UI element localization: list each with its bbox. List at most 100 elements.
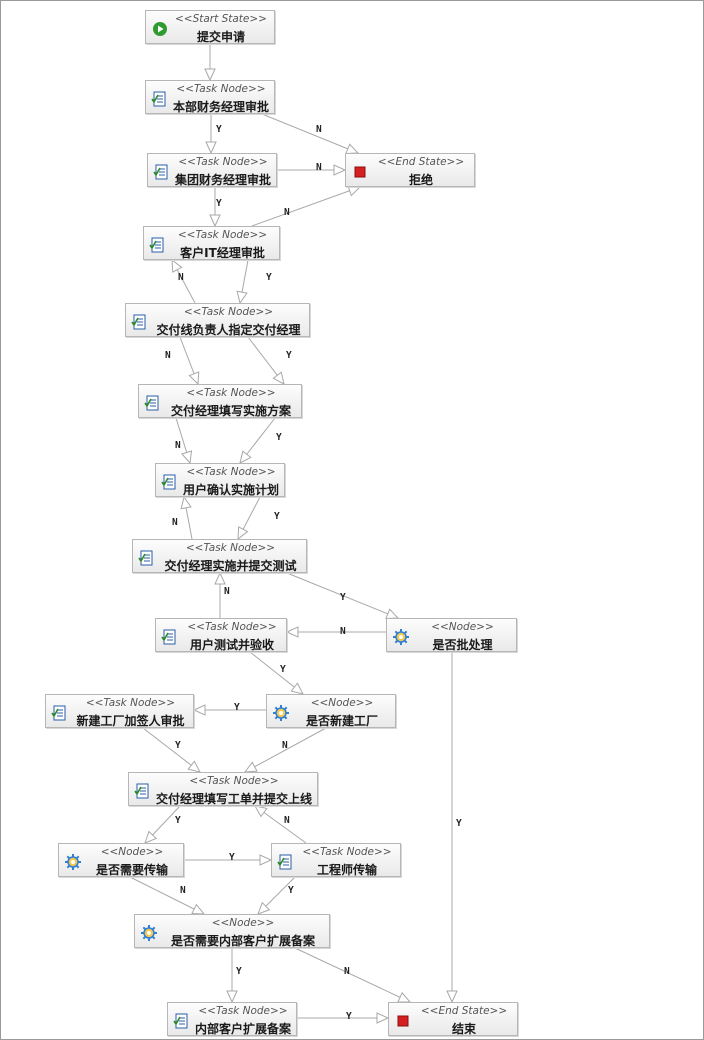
arrow-head <box>188 371 200 386</box>
node-user-test[interactable]: <<Task Node>>用户测试并验收 <box>155 618 287 652</box>
arrow-head <box>347 185 362 197</box>
task-icon <box>144 395 159 411</box>
edge-label: N <box>284 815 290 826</box>
arrow-head <box>333 164 347 176</box>
arrow-head <box>205 141 217 155</box>
task-icon <box>161 629 176 645</box>
end-icon <box>354 166 366 178</box>
node-is-new-plant[interactable]: <<Node>> 是否新建工厂 <box>266 694 396 728</box>
arrow-head <box>290 682 304 695</box>
node-need-filing[interactable]: <<Node>> 是否需要内部客户扩展备案 <box>134 914 330 948</box>
node-implement[interactable]: <<Task Node>> 交付经理实施并提交测试 <box>132 539 307 573</box>
node-label: 提交申请 <box>196 30 245 44</box>
node-label: 交付经理实施并提交测试 <box>164 559 297 573</box>
node-label: 是否新建工厂 <box>305 714 378 728</box>
node-stereotype: <<Node>> <box>100 846 164 858</box>
edge-label: N <box>316 124 322 135</box>
transition-line <box>142 727 201 773</box>
edge-label: N <box>224 586 230 597</box>
node-confirm-plan[interactable]: <<Task Node>>用户确认实施计划 <box>155 463 285 497</box>
node-new-plant[interactable]: <<Task Node>>新建工厂加签人审批 <box>45 694 194 728</box>
gear-icon <box>141 925 157 941</box>
node-stereotype: <<Task Node>> <box>189 775 279 787</box>
transition-line <box>261 113 359 154</box>
arrow-head <box>181 450 193 465</box>
edge-label: Y <box>234 702 240 713</box>
task-icon <box>151 91 166 107</box>
task-icon <box>138 550 153 566</box>
transition-line <box>294 947 411 1003</box>
arrow-head <box>446 990 458 1004</box>
arrow-head <box>243 761 258 773</box>
arrow-head <box>236 290 248 305</box>
task-icon <box>161 474 176 490</box>
node-stereotype: <<End State>> <box>420 1005 508 1017</box>
edge-label: N <box>178 272 184 283</box>
node-stereotype: <<Task Node>> <box>178 156 268 168</box>
edge-label: Y <box>175 740 181 751</box>
node-reject[interactable]: <<End State>>拒绝 <box>345 153 475 187</box>
edge-label: Y <box>276 432 282 443</box>
edge-label: N <box>316 162 322 173</box>
gear-icon <box>273 705 289 721</box>
edge-label: Y <box>274 511 280 522</box>
node-label: 是否需要内部客户扩展备案 <box>170 934 315 948</box>
node-label: 交付经理填写实施方案 <box>170 404 291 418</box>
node-label: 集团财务经理审批 <box>174 173 271 187</box>
edge-label: Y <box>286 350 292 361</box>
node-need-transfer[interactable]: <<Node>> 是否需要传输 <box>58 843 184 877</box>
node-stereotype: <<Node>> <box>211 917 275 929</box>
edge-label: Y <box>346 1011 352 1022</box>
edge-label: N <box>344 966 350 977</box>
arrow-head <box>192 704 206 716</box>
node-batch[interactable]: <<Node>>是否批处理 <box>386 618 517 652</box>
arrow-head <box>285 626 299 638</box>
node-stereotype: <<Start State>> <box>175 13 267 25</box>
node-filing[interactable]: <<Task Node>>内部客户扩展备案 <box>167 1002 297 1036</box>
node-label: 是否需要传输 <box>95 863 168 877</box>
transition-line <box>244 727 327 773</box>
task-icon <box>131 314 146 330</box>
transition-line <box>129 876 205 915</box>
start-icon <box>153 22 167 36</box>
node-eng-transfer[interactable]: <<Task Node>> 工程师传输 <box>271 843 401 877</box>
node-assign-mgr[interactable]: <<Task Node>>交付线负责人指定交付经理 <box>125 303 310 337</box>
node-label: 工程师传输 <box>316 863 377 877</box>
edge-label: Y <box>280 664 286 675</box>
node-stereotype: <<Task Node>> <box>183 306 274 318</box>
edge-label: N <box>284 207 290 218</box>
arrow-head <box>237 526 249 541</box>
node-stereotype: <<Node>> <box>310 697 374 709</box>
edge-label: Y <box>340 592 346 603</box>
node-stereotype: <<Task Node>> <box>177 229 268 241</box>
node-stereotype: <<Task Node>> <box>302 846 392 858</box>
node-group-fin[interactable]: <<Task Node>> 集团财务经理审批 <box>147 153 277 187</box>
arrow-head <box>171 258 183 273</box>
task-icon <box>153 164 168 180</box>
arrow-head <box>226 990 238 1004</box>
node-submit[interactable]: <<Start State>> 提交申请 <box>145 10 275 44</box>
edge-label: Y <box>288 885 294 896</box>
arrow-head <box>187 760 201 773</box>
arrow-head <box>214 571 226 585</box>
node-client-it[interactable]: <<Task Node>>客户IT经理审批 <box>143 226 280 260</box>
edge-label: N <box>165 350 171 361</box>
edge-label: Y <box>229 852 235 863</box>
node-stereotype: <<Task Node>> <box>185 542 276 554</box>
node-label: 结束 <box>451 1022 476 1036</box>
task-icon <box>51 705 66 721</box>
node-label: 新建工厂加签人审批 <box>76 714 185 728</box>
node-label: 拒绝 <box>408 173 433 187</box>
gear-icon <box>65 854 81 870</box>
edge-label: Y <box>456 818 462 829</box>
node-label: 用户确认实施计划 <box>182 483 279 497</box>
node-fill-ticket[interactable]: <<Task Node>>交付经理填写工单并提交上线 <box>128 772 318 806</box>
arrow-head <box>397 991 412 1003</box>
node-end[interactable]: <<End State>> 结束 <box>388 1002 518 1036</box>
arrow-head <box>144 830 158 844</box>
node-label: 用户测试并验收 <box>189 638 274 652</box>
node-write-plan[interactable]: <<Task Node>>交付经理填写实施方案 <box>138 384 302 418</box>
node-dept-fin[interactable]: <<Task Node>>本部财务经理审批 <box>145 80 275 114</box>
end-icon <box>397 1015 409 1027</box>
